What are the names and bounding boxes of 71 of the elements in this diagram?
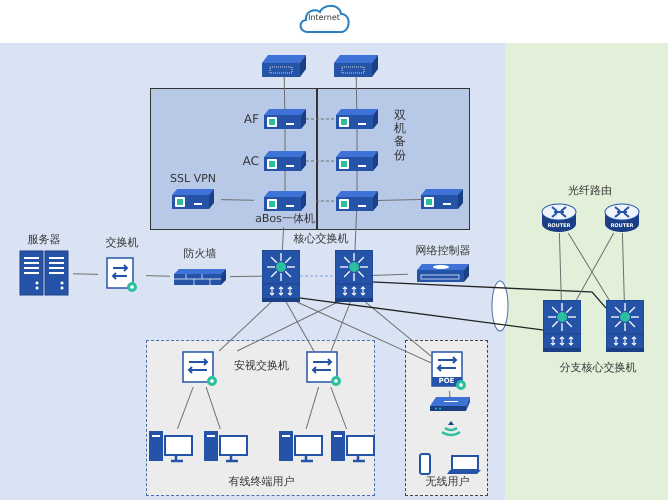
link-line [576,232,614,300]
appliance-icon [336,191,378,211]
link-line [354,210,358,250]
desktop-computer-icon [204,429,248,463]
node-label: 服务器 [26,233,62,247]
node-label: SSL VPN [169,172,217,186]
link-line [330,302,351,352]
link-line [218,302,272,352]
appliance-icon [336,151,378,171]
link-line [364,302,432,357]
node-label: 交换机 [104,236,140,250]
group-panel [317,88,470,230]
node-label: 安视交换机 [234,359,290,373]
node-label: 有线终端用户 [228,475,296,489]
dashed-link-line [306,118,336,120]
group-panel [150,88,317,230]
node-label: 无线用户 [424,475,470,489]
group-box [146,340,375,496]
link-line [300,297,544,331]
desktop-computer-icon [279,429,323,463]
link-line [558,232,562,300]
switch-icon [262,55,306,77]
node-label: 防火墙 [182,247,218,261]
group-box [405,340,488,496]
appliance-icon [421,189,463,209]
link-line [306,386,320,430]
link-line [146,275,170,277]
group-label: 核心交换机 [292,231,350,246]
link-line [284,170,286,192]
group-label: 光纤路由 [567,183,613,198]
link-line [220,199,254,201]
core-switch-icon [606,300,644,352]
link-line [449,390,450,398]
node-label: Internet [307,13,341,23]
switch-icon [334,55,378,77]
core-switch-icon [335,250,373,302]
link-line [282,226,284,250]
access-point-icon [430,397,470,411]
node-label: AC [242,154,259,169]
dashed-link-line [306,160,336,162]
link-line [286,302,314,352]
group-label: 分支核心交换机 [558,360,638,375]
link-line [372,281,606,308]
vertical-label: 双机备份 [394,109,406,162]
link-line [356,76,358,110]
link-line [356,128,358,152]
desktop-computer-icon [331,429,375,463]
link-line [72,273,98,275]
link-line [236,302,338,352]
dashed-link-line [300,275,335,277]
link-line [176,386,194,430]
dashed-link-line [316,200,336,202]
node-label: aBos一体机 [254,212,316,226]
link-line [284,128,286,152]
link-line [356,170,358,192]
core-switch-icon [262,250,300,302]
link-line [296,302,432,364]
link-line [230,276,262,278]
link-line [372,274,408,276]
link-line [330,386,348,430]
appliance-icon [336,109,378,129]
node-label: AF [242,112,259,127]
node-label: 网络控制器 [414,244,472,258]
link-line [568,232,610,300]
link-line [622,232,625,300]
link-line [206,386,221,430]
link-line [378,199,422,201]
desktop-computer-icon [149,429,193,463]
core-switch-icon [543,300,581,352]
link-line [284,76,286,110]
switch-icon [306,351,342,387]
